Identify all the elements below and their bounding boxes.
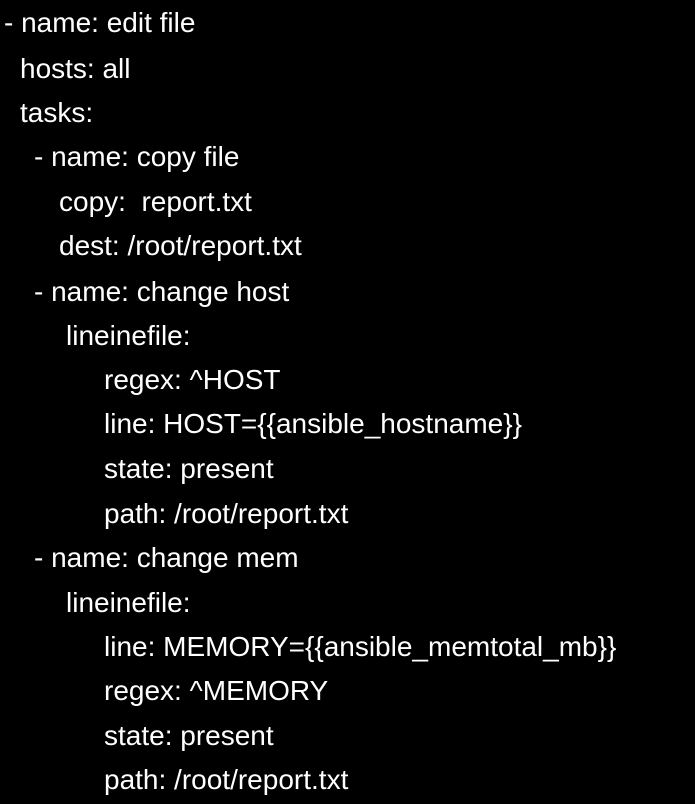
line-task3-line: line: MEMORY={{ansible_memtotal_mb}}: [104, 631, 617, 662]
line-task2-name: - name: change host: [34, 276, 290, 307]
line-task3-state: state: present: [104, 720, 274, 751]
line-task3-path: path: /root/report.txt: [104, 764, 349, 795]
line-task2-module: lineinefile:: [66, 320, 191, 351]
line-task1-name: - name: copy file: [34, 141, 240, 172]
line-task2-regex: regex: ^HOST: [104, 364, 281, 395]
line-play-name: - name: edit file: [4, 7, 196, 38]
line-hosts: hosts: all: [20, 53, 131, 84]
line-tasks: tasks:: [20, 97, 94, 128]
line-task1-dest: dest: /root/report.txt: [59, 230, 302, 261]
line-task3-regex: regex: ^MEMORY: [104, 675, 329, 706]
line-task2-line: line: HOST={{ansible_hostname}}: [104, 408, 522, 439]
line-task3-module: lineinefile:: [66, 587, 191, 618]
line-task2-path: path: /root/report.txt: [104, 498, 349, 529]
line-task1-copy: copy: report.txt: [59, 186, 252, 217]
line-task2-state: state: present: [104, 453, 274, 484]
line-task3-name: - name: change mem: [34, 542, 299, 573]
